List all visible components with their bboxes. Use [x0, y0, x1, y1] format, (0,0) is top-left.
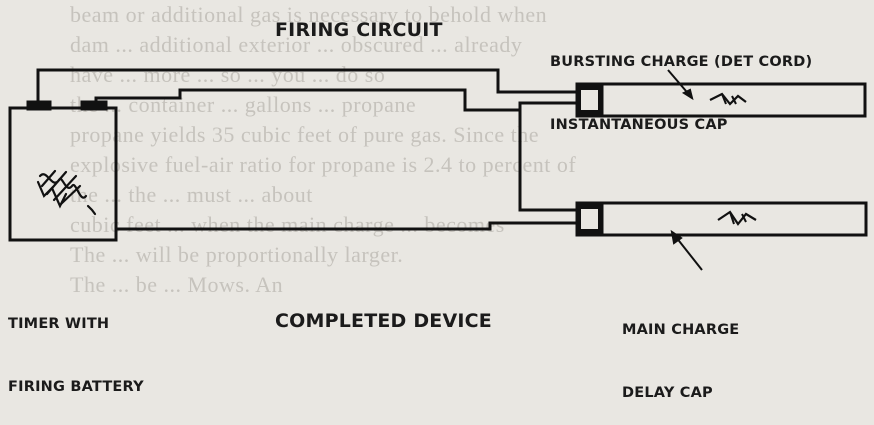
background-text-line: The ... be ... Mows. An [70, 272, 284, 297]
timer-line2: FIRING BATTERY [8, 379, 144, 395]
timer-scribble [36, 169, 97, 216]
main-charge-label: MAIN CHARGE DELAY CAP [622, 278, 739, 425]
background-text-line: The ... will be proportionally larger. [70, 242, 404, 267]
wire-top-inner [94, 88, 577, 112]
firing-circuit-label: FIRING CIRCUIT [275, 19, 443, 41]
wire-bottom-branch [518, 110, 577, 212]
main-charge-cap [575, 201, 868, 237]
background-text-line: have ... more ... so ... you ... do so [70, 62, 386, 87]
background-text-line: the ... container ... gallons ... propan… [70, 92, 417, 117]
background-text-line: propane yields 35 cubic feet of pure gas… [70, 122, 540, 147]
bursting-charge-line2: INSTANTANEOUS CAP [550, 117, 728, 133]
background-text-line: beam or additional gas is necessary to b… [70, 2, 548, 27]
bursting-charge-line1: BURSTING CHARGE (DET CORD) [550, 54, 813, 70]
main-charge-line2: DELAY CAP [622, 385, 713, 401]
main-charge-line1: MAIN CHARGE [622, 322, 740, 338]
bursting-charge-label: BURSTING CHARGE (DET CORD) INSTANTANEOUS… [550, 10, 812, 157]
timer-label: TIMER WITH FIRING BATTERY [8, 272, 144, 419]
bursting-charge-cap [575, 82, 867, 118]
background-text-line: the ... the ... must ... about [70, 182, 313, 207]
background-text-line: dam ... additional exterior ... obscured… [70, 32, 523, 57]
timer-battery [8, 100, 190, 242]
background-text-line: cubic feet ... when the main charge ... … [70, 212, 505, 237]
label-pointers [667, 69, 703, 271]
background-page-text: beam or additional gas is necessary to b… [70, 0, 870, 300]
main-charge-pointer-arrow [670, 229, 683, 245]
circuit-diagram [8, 68, 868, 271]
background-text-line: explosive fuel-air ratio for propane is … [70, 152, 577, 177]
wire-top-outer [36, 68, 577, 108]
completed-device-label: COMPLETED DEVICE [275, 310, 492, 332]
bursting-pointer-arrow [681, 88, 694, 101]
timer-line1: TIMER WITH [8, 316, 110, 332]
wire-bottom-main [190, 221, 577, 231]
